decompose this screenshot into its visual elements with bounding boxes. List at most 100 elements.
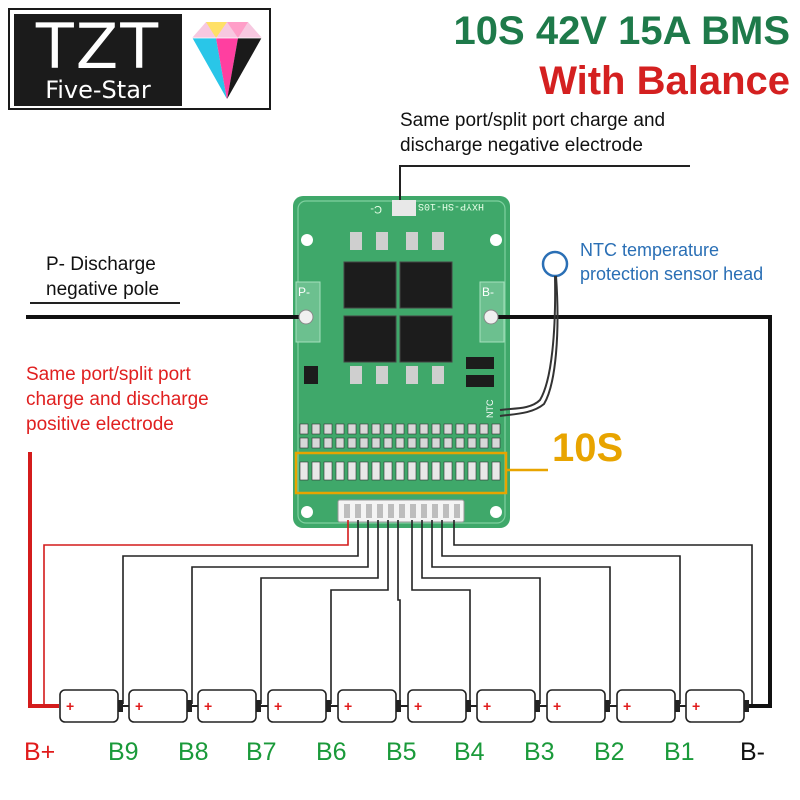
cell-plus-sign: +	[135, 698, 143, 714]
balance-wire	[43, 520, 349, 704]
smd-components	[299, 423, 501, 481]
smd-part	[455, 461, 465, 481]
cell-plus-sign: +	[623, 698, 631, 714]
logo-main-text: TZT	[35, 10, 161, 83]
label-b4: B4	[454, 738, 485, 766]
smd-part	[479, 461, 489, 481]
b-minus-wire	[490, 315, 772, 708]
note-line: positive electrode	[26, 414, 174, 435]
smd-part	[407, 461, 417, 481]
smd-part	[335, 437, 345, 449]
connector-pin	[366, 504, 372, 518]
balance-wire	[431, 520, 611, 704]
mosfet-lead	[432, 366, 444, 384]
p-minus-note: P- Discharge negative pole	[46, 252, 159, 302]
cell-terminal	[187, 700, 192, 712]
smd-part	[299, 437, 309, 449]
positive-electrode-note: Same port/split port charge and discharg…	[26, 362, 209, 437]
smd-part	[491, 437, 501, 449]
connector-pin	[355, 504, 361, 518]
label-b-plus: B+	[24, 738, 56, 766]
smd-part	[383, 461, 393, 481]
smd-part	[407, 437, 417, 449]
smd-part	[359, 461, 369, 481]
brand-logo: TZT Five-Star	[8, 8, 271, 110]
smd-part	[347, 461, 357, 481]
balance-wire	[330, 520, 389, 704]
smd-part	[443, 461, 453, 481]
cell-count-label: 10S	[552, 426, 624, 470]
mosfet-lead	[350, 232, 362, 250]
fuse-chip	[466, 375, 494, 387]
cell-plus-sign: +	[66, 698, 74, 714]
cell-terminal	[535, 700, 540, 712]
cell-plus-sign: +	[204, 698, 212, 714]
battery-cells: ++++++++++	[59, 689, 749, 723]
label-b3: B3	[524, 738, 555, 766]
ntc-sensor-head	[541, 250, 569, 278]
smd-part	[431, 461, 441, 481]
connector-pin	[388, 504, 394, 518]
balance-wire	[397, 520, 401, 704]
smd-part	[491, 461, 501, 481]
mosfet	[399, 261, 453, 309]
board-model-text: HXYP-SH-10S	[418, 200, 484, 211]
cell-terminal	[466, 700, 471, 712]
cell-plus-sign: +	[344, 698, 352, 714]
note-line: charge and discharge	[26, 389, 209, 410]
label-b-minus: B-	[740, 738, 765, 766]
smd-part	[395, 437, 405, 449]
smd-part	[311, 461, 321, 481]
smd-part	[371, 437, 381, 449]
smd-part	[455, 423, 465, 435]
smd-part	[323, 461, 333, 481]
balance-wire	[453, 520, 753, 704]
ntc-wire	[499, 275, 557, 411]
diamond-gem-icon	[191, 22, 263, 101]
title-line-2: With Balance	[539, 59, 790, 103]
note-line: P- Discharge	[46, 254, 156, 275]
cell-plus-sign: +	[553, 698, 561, 714]
smd-part	[347, 423, 357, 435]
connector-pin	[443, 504, 449, 518]
connector-pin	[344, 504, 350, 518]
label-b5: B5	[386, 738, 417, 766]
balance-wire	[411, 520, 471, 704]
smd-part	[335, 461, 345, 481]
smd-part	[383, 423, 393, 435]
c-minus-callout	[399, 165, 690, 200]
p-minus-solder	[298, 309, 314, 325]
note-line: negative pole	[46, 279, 160, 300]
note-line: discharge negative electrode	[400, 135, 643, 156]
connector-pin	[399, 504, 405, 518]
smd-part	[359, 423, 369, 435]
cell-plus-sign: +	[483, 698, 491, 714]
mosfet	[343, 315, 397, 363]
connector-pin	[454, 504, 460, 518]
ntc-note: NTC temperature protection sensor head	[580, 238, 763, 286]
label-b9: B9	[108, 738, 139, 766]
label-b7: B7	[246, 738, 277, 766]
smd-part	[371, 461, 381, 481]
balance-wires	[43, 520, 753, 704]
smd-part	[371, 423, 381, 435]
b-plus-wire	[28, 452, 59, 708]
label-b2: B2	[594, 738, 625, 766]
smd-part	[311, 423, 321, 435]
mount-hole	[301, 506, 313, 518]
smd-part	[455, 437, 465, 449]
mount-hole	[490, 234, 502, 246]
mosfet	[399, 315, 453, 363]
ntc-pad-label: NTC	[485, 399, 495, 418]
cell-terminal	[744, 700, 749, 712]
note-line: Same port/split port	[26, 364, 191, 385]
note-line: NTC temperature	[580, 240, 720, 260]
c-minus-pad	[392, 200, 416, 216]
label-b8: B8	[178, 738, 209, 766]
b-minus-pad-label: B-	[482, 285, 494, 299]
cell-terminal	[396, 700, 401, 712]
mosfet-lead	[376, 232, 388, 250]
cell-plus-sign: +	[414, 698, 422, 714]
balance-wire	[260, 520, 379, 704]
smd-part	[443, 423, 453, 435]
